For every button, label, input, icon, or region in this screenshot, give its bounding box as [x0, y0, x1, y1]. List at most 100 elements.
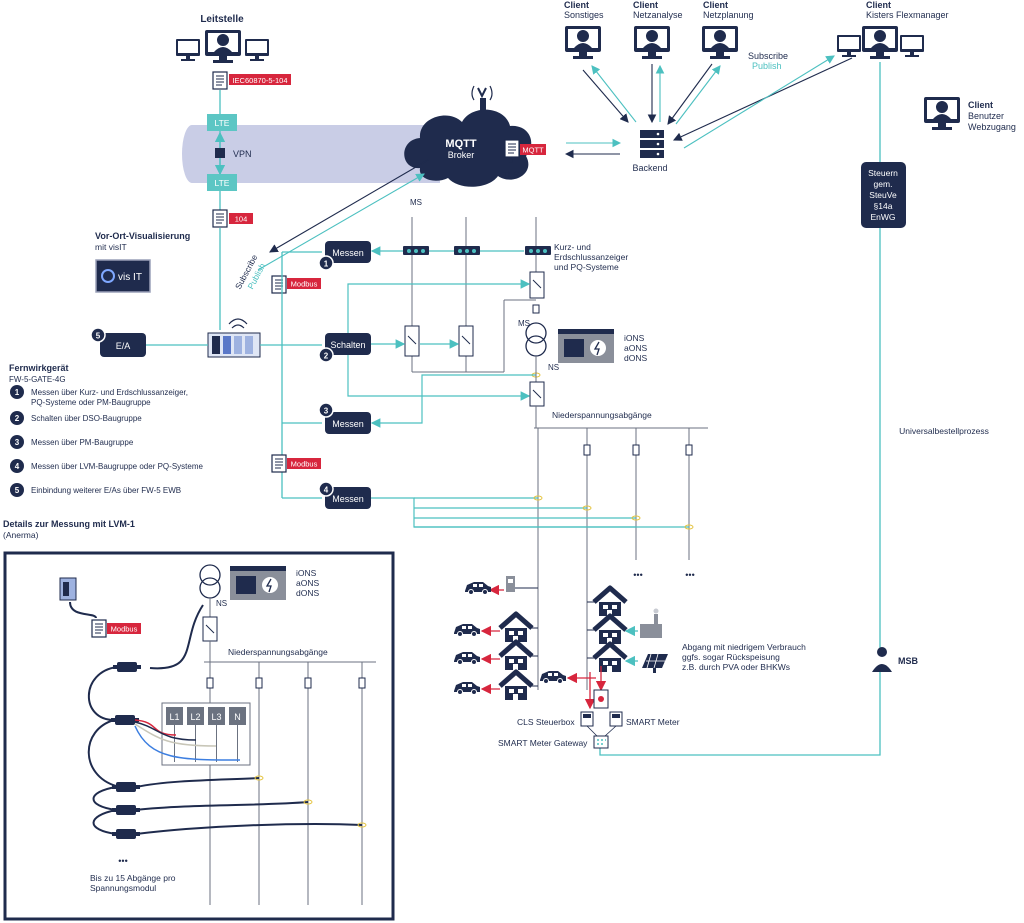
abgang-line1: Abgang mit niedrigem Verbrauch — [682, 642, 806, 652]
cls-steuerbox-icon — [593, 689, 609, 709]
ons-line1: iONS — [624, 333, 645, 343]
ons-line2: aONS — [624, 343, 647, 353]
legend-number: 4 — [15, 462, 20, 471]
schalten-2-label: Schalten — [330, 340, 365, 350]
legend-number: 2 — [15, 414, 20, 423]
leitstelle-title: Leitstelle — [200, 14, 244, 25]
legend-number-badge — [10, 483, 24, 497]
client-netzplanung-kind: Client — [703, 0, 728, 10]
kurzschluss-line2: Erdschlussanzeiger — [554, 252, 628, 262]
messen-4-label: Messen — [332, 494, 364, 504]
steuern-line3: SteuVe — [869, 190, 897, 200]
client-flexmanager-name: Kisters Flexmanager — [866, 10, 949, 20]
client-web-kind: Client — [968, 100, 993, 110]
lock-icon: ■ — [508, 156, 513, 165]
mqtt-tag — [520, 144, 546, 155]
number-1-badge: 1 — [324, 260, 329, 269]
bis-line1: Bis zu 15 Abgänge pro — [90, 873, 176, 883]
house-icon — [500, 614, 532, 642]
visit-logo — [95, 259, 151, 293]
client-netzplanung-name: Netzplanung — [703, 10, 754, 20]
protocol-tag — [229, 74, 291, 85]
iec-protocol-label: IEC60870-5-104 — [232, 76, 287, 85]
lte-bottom-box — [207, 174, 237, 191]
monitor-icon — [176, 39, 200, 61]
phase-terminal — [187, 707, 204, 725]
operator-monitor-icon — [205, 30, 241, 63]
detail-ons-line1: iONS — [296, 568, 317, 578]
ea-box[interactable] — [100, 333, 146, 357]
messen-1-label: Messen — [332, 248, 364, 258]
ons-station-icon — [558, 329, 614, 363]
bis-line2: Spannungsmodul — [90, 883, 156, 893]
legend-list: 1 Messen über Kurz- und Erdschlussanzeige… — [10, 385, 203, 497]
messen-4-box[interactable] — [325, 487, 371, 509]
car-icon — [453, 651, 481, 665]
document-icon — [271, 275, 287, 294]
ms-trafo-label: MS — [518, 319, 530, 328]
mqtt-title: MQTT — [445, 138, 476, 150]
monitor-icon — [900, 35, 924, 57]
tls-label: TLS — [503, 170, 520, 180]
tag-104 — [229, 213, 253, 224]
messen-3-label: Messen — [332, 419, 364, 429]
phase-label: L2 — [190, 712, 200, 722]
backend-server-icon — [640, 130, 664, 158]
msb-icon — [872, 647, 892, 672]
msb-label: MSB — [898, 656, 919, 666]
steuern-box[interactable] — [861, 162, 906, 228]
detail-ons-icon — [230, 566, 286, 600]
client-web-line1: Benutzer — [968, 111, 1004, 121]
legend-number: 5 — [15, 486, 20, 495]
modbus-tag-3 — [107, 623, 141, 634]
vpn-tunnel — [182, 125, 440, 183]
client-sonstiges-kind: Client — [564, 0, 589, 10]
current-clamp-icon — [112, 805, 140, 815]
legend-number-badge — [10, 459, 24, 473]
niederspannung-label: Niederspannungsabgänge — [552, 410, 652, 420]
detail-ons-line2: aONS — [296, 578, 319, 588]
smgw-label: SMART Meter Gateway — [498, 738, 588, 748]
legend-item-text: Messen über Kurz- und Erdschlussanzeiger… — [31, 388, 188, 397]
car-icon — [464, 581, 492, 595]
fernwirkgeraet-device — [207, 318, 261, 358]
vpn-label: VPN — [233, 149, 252, 159]
legend-item-text: PQ-Systeme oder PM-Baugruppe — [31, 398, 151, 407]
ms-breaker — [404, 325, 420, 357]
schalten-2-box[interactable] — [325, 333, 371, 355]
antenna-icon — [471, 85, 493, 128]
charger-icon — [506, 576, 515, 592]
car-icon — [539, 670, 567, 684]
phase-terminal — [229, 707, 246, 725]
messen-1-box[interactable] — [325, 241, 371, 263]
client-sonstiges-name: Sonstiges — [564, 10, 604, 20]
subscribe-top-label: Subscribe — [748, 51, 788, 61]
car-icon — [453, 681, 481, 695]
sensor-icon — [525, 246, 551, 255]
messen-3-box[interactable] — [325, 412, 371, 434]
monitor-icon — [245, 39, 269, 61]
phase-label: N — [234, 712, 241, 722]
client-sonstiges-monitor-icon — [565, 26, 601, 59]
ms-breaker — [458, 325, 474, 357]
mqtt-broker-label: Broker — [448, 150, 475, 160]
client-netzanalyse-monitor-icon — [634, 26, 670, 59]
smart-meter-label: SMART Meter — [626, 717, 680, 727]
mqtt-cloud — [404, 109, 532, 187]
visit-logo-text: vis IT — [118, 272, 142, 283]
monitor-icon — [837, 35, 861, 57]
number-3-badge: 3 — [324, 407, 329, 416]
number-4-badge: 4 — [324, 486, 329, 495]
legend-number-badge — [10, 385, 24, 399]
legend-number: 1 — [15, 388, 20, 397]
abgang-line2: ggfs. sogar Rückspeisung — [682, 652, 780, 662]
phase-label: L1 — [169, 712, 179, 722]
legend-item-text: Messen über PM-Baugruppe — [31, 438, 134, 447]
modbus-tag-2-label: Modbus — [291, 460, 318, 469]
kurzschluss-line1: Kurz- und — [554, 242, 591, 252]
ons-line3: dONS — [624, 353, 647, 363]
fernwirk-sub: FW-5-GATE-4G — [9, 375, 66, 384]
client-flexmanager-monitor-icon — [862, 26, 898, 59]
solar-panel-icon — [642, 653, 668, 673]
